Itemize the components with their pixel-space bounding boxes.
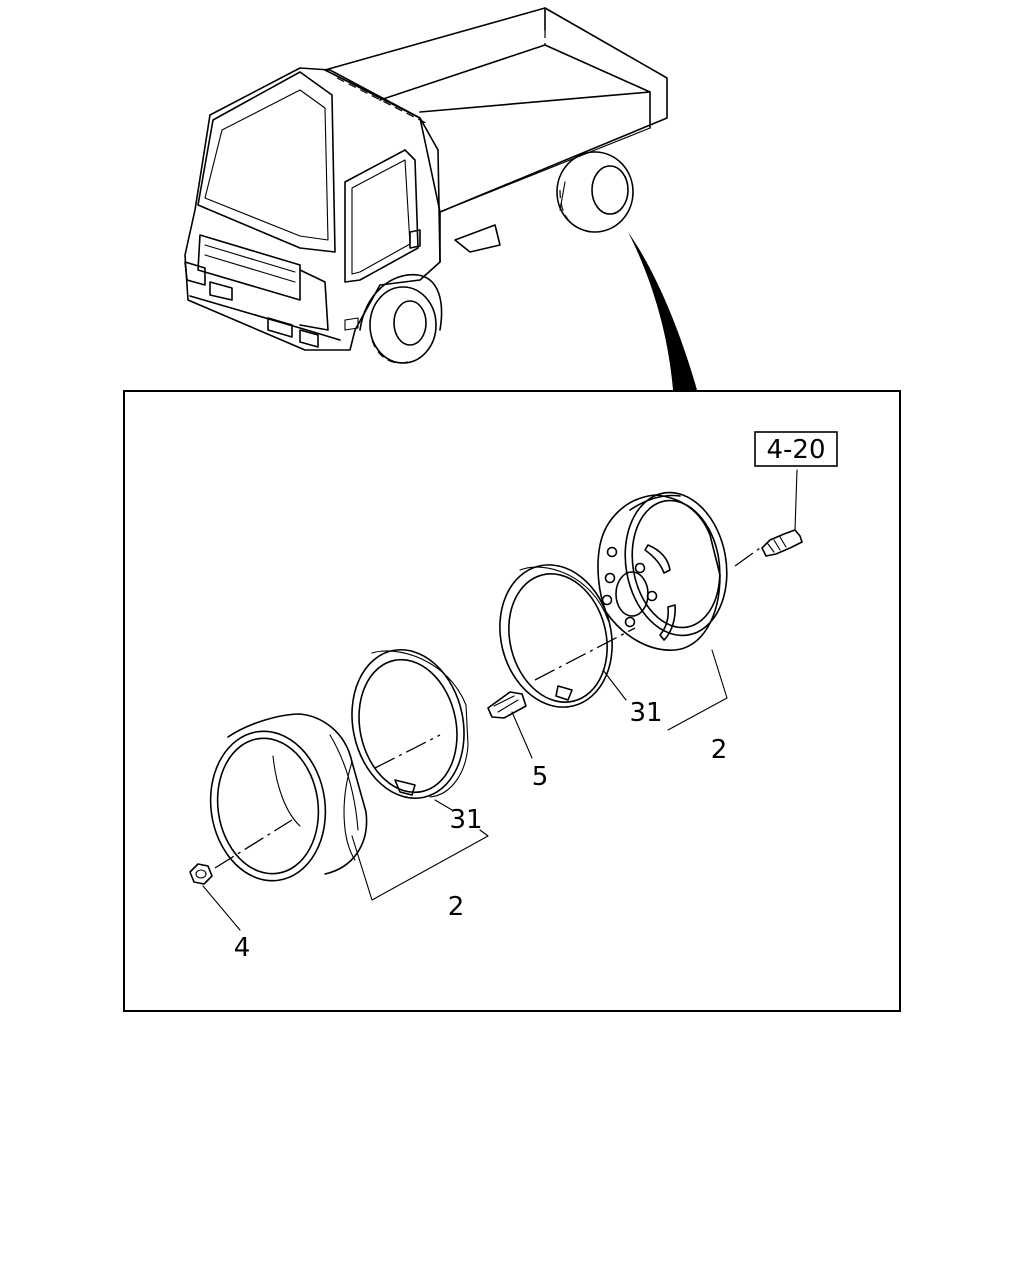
callout-side-ring-front: 31 [449, 805, 482, 835]
wheel-nut-part [189, 863, 241, 931]
reference-label-text: 4-20 [766, 435, 825, 465]
inner-rim-part [597, 491, 728, 731]
side-ring-front-part [351, 648, 469, 811]
side-ring-rear-part [499, 564, 627, 708]
wheel-stud-part [487, 691, 533, 759]
rear-wheel [556, 151, 634, 233]
callout-side-ring-rear: 31 [629, 698, 662, 728]
detail-pointer [628, 232, 697, 390]
truck-illustration [184, 7, 697, 390]
front-wheel [359, 274, 443, 364]
reference-label: 4-20 [754, 431, 838, 467]
callout-wheel-stud: 5 [532, 762, 549, 792]
callout-inner-rim: 2 [711, 735, 728, 765]
outer-rim-part [209, 713, 489, 901]
assembly-axis [214, 547, 761, 869]
reference-stud-part [761, 469, 803, 557]
callout-wheel-nut: 4 [234, 933, 251, 963]
detail-frame [123, 390, 901, 1012]
callout-outer-rim: 2 [448, 892, 465, 922]
truck-cab [184, 67, 441, 351]
cargo-bed [324, 7, 668, 263]
